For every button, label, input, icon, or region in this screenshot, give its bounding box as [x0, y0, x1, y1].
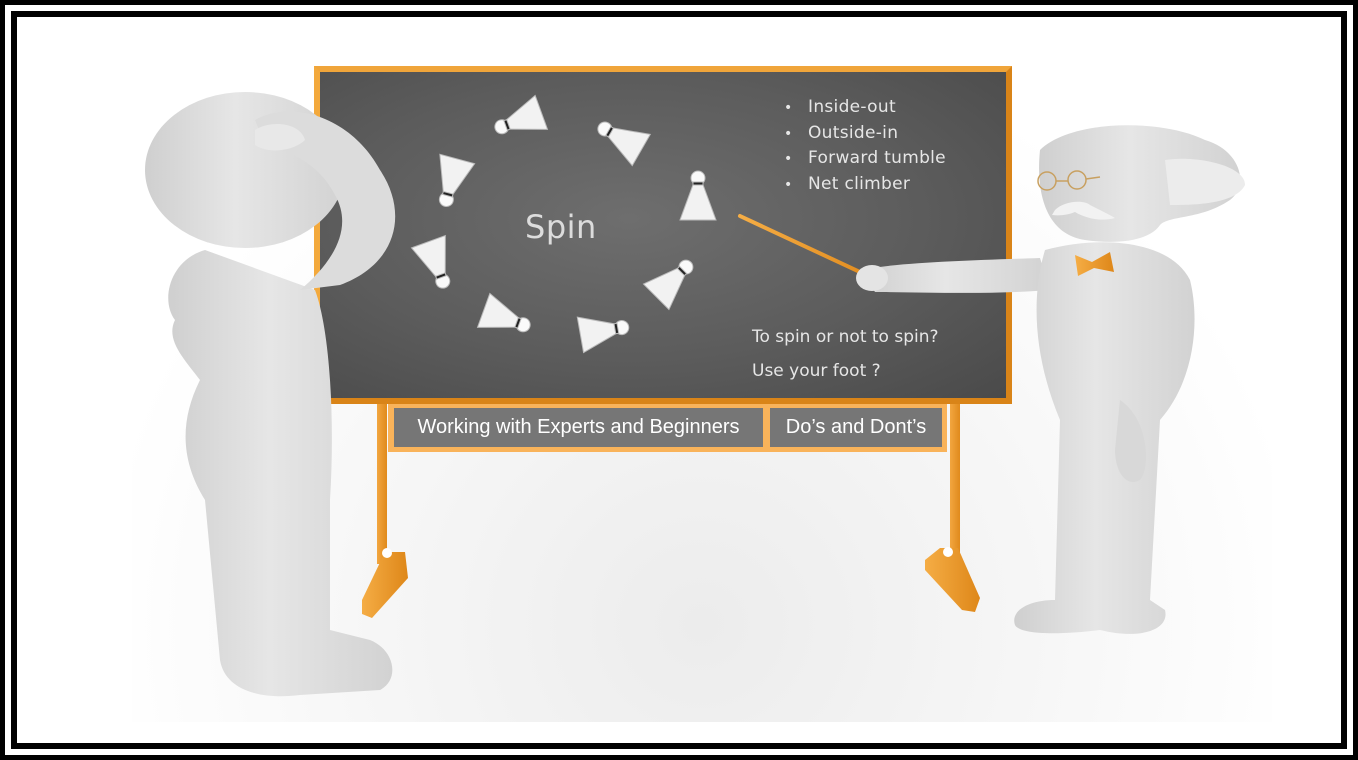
spin-types-list: •Inside-out •Outside-in •Forward tumble …	[784, 95, 946, 197]
shuttlecock-icon	[410, 234, 451, 289]
shuttlecock-icon	[642, 259, 694, 311]
list-item: •Forward tumble	[784, 148, 946, 168]
teacher-figure	[856, 125, 1245, 634]
shuttlecock-icon	[476, 292, 531, 333]
chalkboard	[314, 66, 1012, 404]
shuttlecock-icon	[679, 170, 717, 221]
label-dos-donts[interactable]: Do’s and Dont’s	[770, 408, 942, 447]
stand-foot-right	[925, 547, 980, 612]
shuttlecock-icon	[576, 316, 630, 354]
question-spin: To spin or not to spin?	[752, 327, 939, 347]
board-title: Spin	[525, 208, 597, 246]
glasses-icon	[1037, 170, 1101, 191]
shuttlecock-icon	[597, 121, 652, 167]
list-item: •Net climber	[784, 173, 911, 194]
shuttlecock-icon	[494, 94, 549, 135]
stand-leg-left	[377, 404, 387, 564]
stand-foot-left	[362, 548, 408, 618]
label-experts-beginners[interactable]: Working with Experts and Beginners	[394, 408, 763, 447]
mustache-icon	[1052, 201, 1115, 220]
stand-leg-right	[950, 404, 960, 564]
question-foot: Use your foot ?	[752, 361, 881, 381]
student-figure	[145, 92, 396, 697]
bow-tie-icon	[1075, 252, 1114, 276]
shuttlecock-icon	[438, 153, 476, 208]
list-item: •Outside-in	[784, 122, 899, 143]
list-item: •Inside-out	[784, 97, 896, 117]
